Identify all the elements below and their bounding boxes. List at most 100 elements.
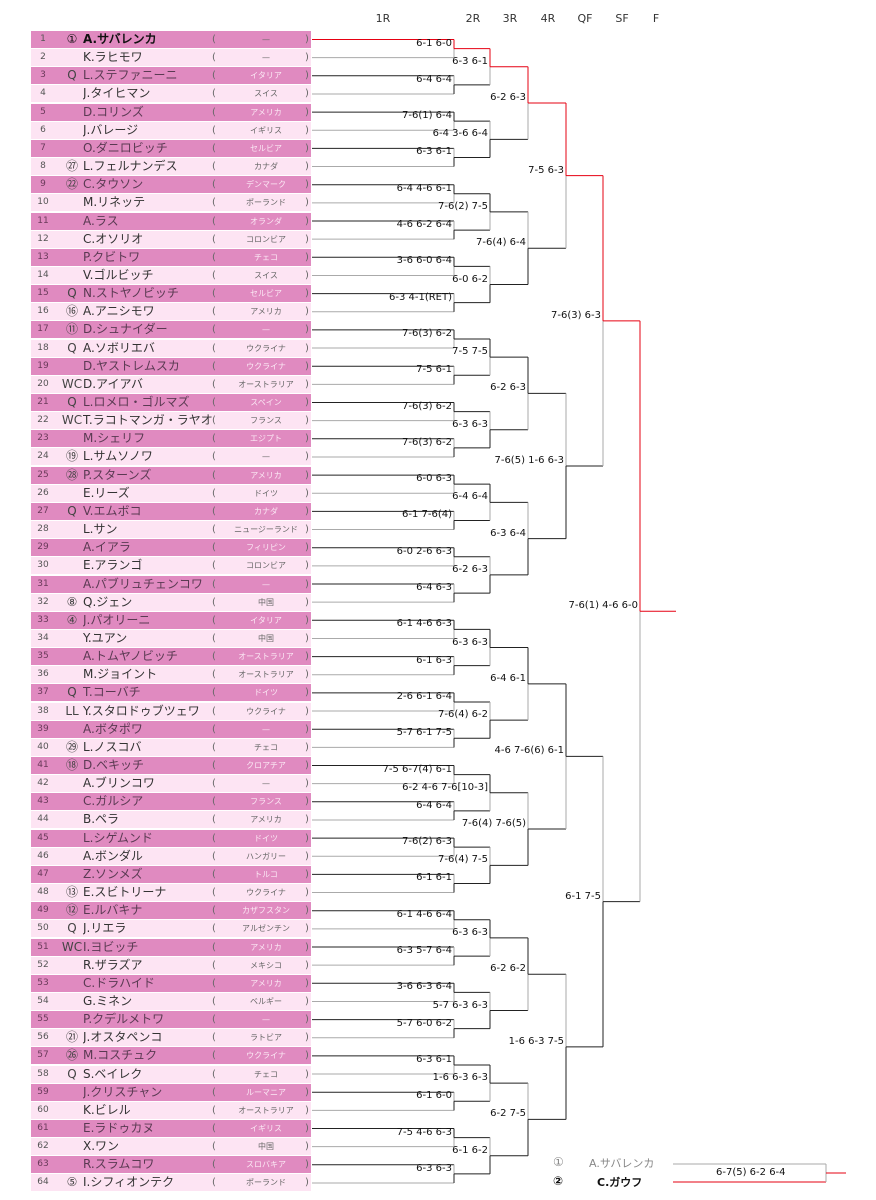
player-country: チェコ [254, 252, 278, 262]
match-score: 6-1 7-5 [565, 890, 601, 902]
player-number: 16 [37, 306, 49, 317]
paren-open: ( [212, 88, 216, 100]
paren-close: ) [305, 1050, 309, 1062]
player-number: 26 [37, 487, 49, 498]
player-name: C.ガルシア [83, 794, 144, 809]
player-country: アメリカ [250, 307, 282, 317]
paren-close: ) [305, 941, 309, 953]
player-number: 45 [37, 832, 49, 843]
paren-close: ) [305, 505, 309, 517]
player-number: 51 [37, 941, 49, 952]
player-number: 1 [40, 34, 46, 44]
player-name: A.ラス [83, 213, 119, 228]
paren-open: ( [212, 1177, 216, 1189]
match-score: 6-2 7-5 [490, 1108, 526, 1120]
player-name: S.ベイレク [83, 1066, 143, 1081]
player-number: 8 [40, 161, 46, 172]
paren-open: ( [212, 850, 216, 862]
match-score: 7-5 6-3 [528, 164, 564, 176]
player-name: J.リエラ [83, 921, 127, 936]
player-seed: ⑤ [66, 1175, 78, 1190]
match-score: 6-3 6-3 [416, 1162, 452, 1174]
player-country: オランダ [250, 216, 282, 226]
player-number: 62 [37, 1141, 49, 1152]
player-name: J.バレージ [83, 122, 139, 137]
match-score: 6-1 6-0 [416, 37, 452, 49]
paren-open: ( [212, 977, 216, 989]
paren-open: ( [212, 524, 216, 536]
player-name: A.トムヤノビッチ [83, 649, 178, 664]
match-score: 6-2 6-3 [490, 92, 526, 104]
paren-open: ( [212, 796, 216, 808]
player-country: コロンビア [246, 234, 286, 244]
player-country: ウクライナ [246, 1051, 286, 1061]
player-name: C.オソリオ [83, 231, 144, 246]
match-score: 6-0 2-6 6-3 [396, 545, 452, 557]
